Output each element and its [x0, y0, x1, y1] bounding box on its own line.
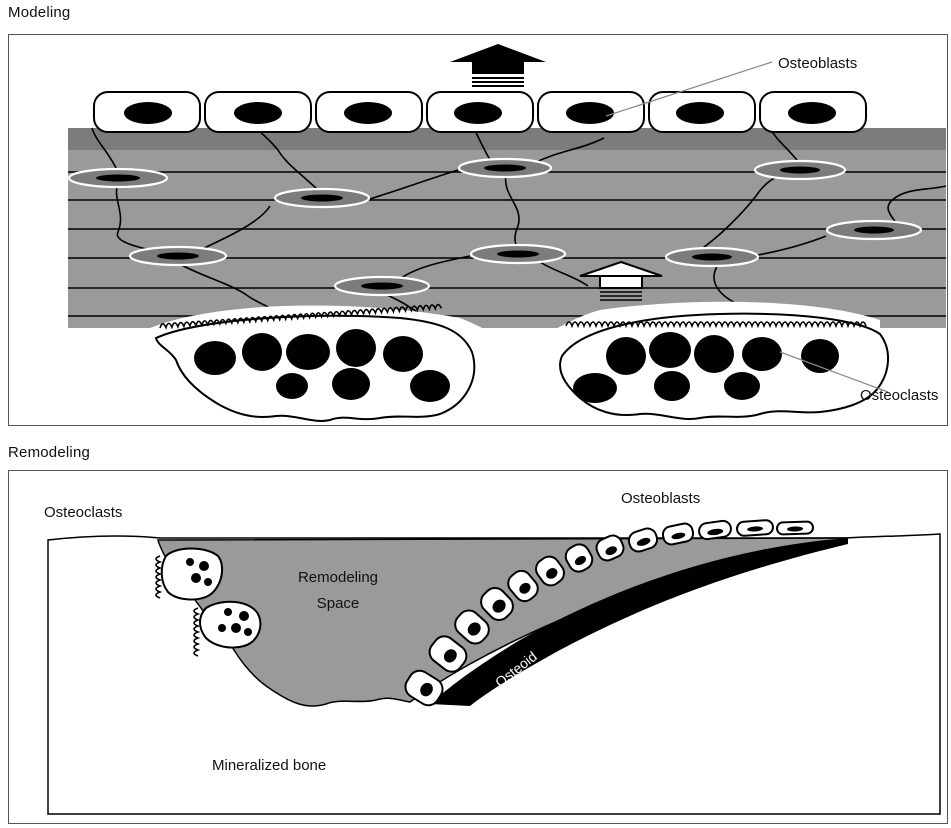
- remodeling-osteoblasts-label: Osteoblasts: [621, 490, 700, 507]
- remodeling-osteoclasts-label: Osteoclasts: [44, 504, 122, 521]
- mineralized-bone-label: Mineralized bone: [212, 757, 326, 774]
- remodeling-space-label-line1: Remodeling: [298, 569, 378, 586]
- remodeling-space-label-line2: Space: [317, 595, 360, 612]
